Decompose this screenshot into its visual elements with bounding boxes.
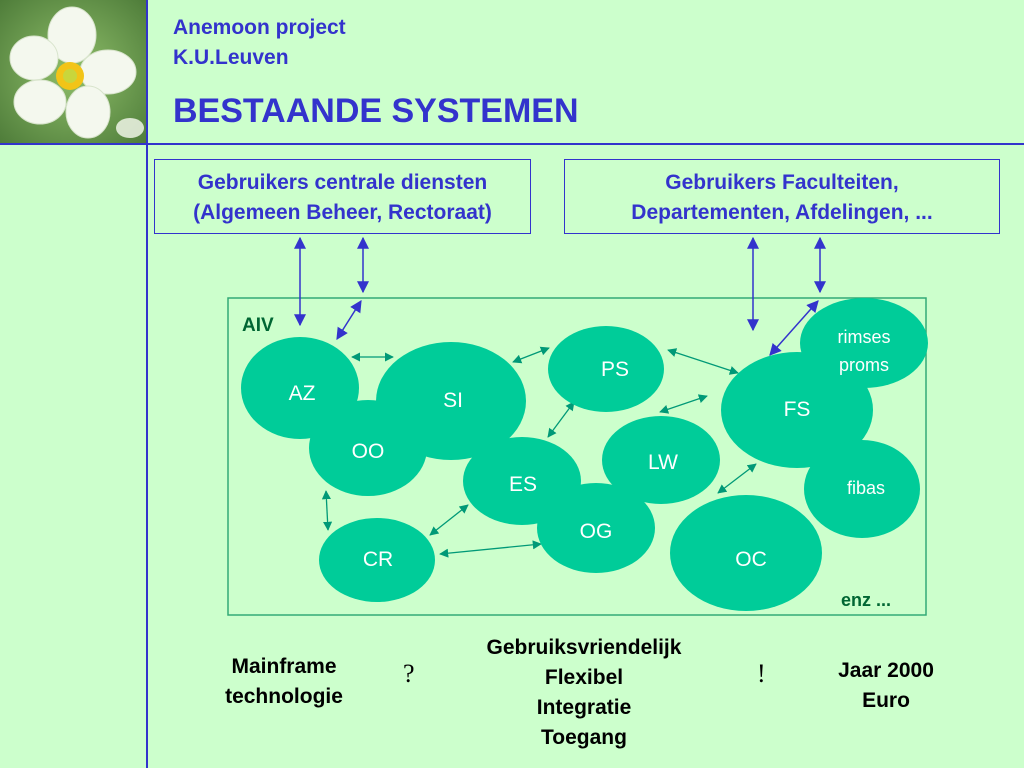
link-ps-fs — [667, 348, 739, 375]
faculty-users-line: Gebruikers Faculteiten, — [665, 171, 899, 194]
label-oo: OO — [352, 440, 385, 463]
central-users-box: Gebruikers centrale diensten (Algemeen B… — [154, 159, 531, 234]
label-az: AZ — [289, 382, 316, 405]
node-fs — [721, 352, 873, 468]
issues-line: Jaar 2000 — [838, 659, 934, 682]
anemone-flower-logo — [0, 0, 146, 143]
label-cr: CR — [363, 548, 393, 571]
project-name: Anemoon project — [173, 16, 346, 39]
node-ps — [548, 326, 664, 412]
faculty-users-box: Gebruikers Faculteiten, Departementen, A… — [564, 159, 1000, 234]
qualities-line: Flexibel — [544, 666, 624, 689]
qualities-line: Gebruiksvriendelijk — [486, 636, 682, 659]
mainframe-line: Mainframe — [231, 655, 337, 678]
arrow-aiv-az — [336, 299, 362, 341]
label-lw: LW — [648, 451, 678, 474]
faculty-users-line: Departementen, Afdelingen, ... — [631, 201, 933, 224]
aiv-label: AIV — [242, 315, 274, 336]
label-fibas: fibas — [847, 478, 885, 498]
link-lw-fs — [659, 394, 708, 414]
link-es-ps — [547, 401, 575, 438]
label-es: ES — [509, 473, 537, 496]
horizontal-divider — [0, 143, 1024, 145]
node-oc — [670, 495, 822, 611]
qualities-line: Toegang — [541, 726, 627, 749]
node-og — [537, 483, 655, 573]
node-fibas — [804, 440, 920, 538]
arrow-aiv-fs — [769, 300, 819, 356]
vertical-divider — [146, 0, 148, 768]
link-cr-og — [439, 540, 542, 558]
node-cr — [319, 518, 435, 602]
label-ps: PS — [601, 358, 629, 381]
link-oc-fs — [717, 463, 757, 494]
link-oo-cr — [321, 490, 333, 531]
university-name: K.U.Leuven — [173, 46, 289, 69]
central-users-line: (Algemeen Beheer, Rectoraat) — [193, 201, 492, 224]
label-rimses: rimses — [838, 327, 891, 347]
link-si-ps — [512, 346, 550, 364]
label-fs: FS — [784, 398, 811, 421]
aiv-container — [227, 297, 927, 616]
qualities-line: Integratie — [536, 696, 632, 719]
label-si: SI — [443, 389, 463, 412]
question-mark: ? — [403, 659, 415, 688]
mainframe-text: Mainframe technologie — [196, 652, 372, 712]
node-si — [376, 342, 526, 460]
mainframe-line: technologie — [225, 685, 343, 708]
label-og: OG — [580, 520, 613, 543]
issues-line: Euro — [862, 689, 910, 712]
exclamation-mark: ! — [757, 659, 766, 688]
label-oc: OC — [735, 548, 767, 571]
page-title: BESTAANDE SYSTEMEN — [173, 92, 579, 130]
central-users-line: Gebruikers centrale diensten — [197, 171, 488, 194]
issues-text: Jaar 2000 Euro — [806, 656, 966, 716]
qualities-text: Gebruiksvriendelijk Flexibel Integratie … — [452, 633, 716, 753]
aiv-footer: enz ... — [841, 590, 891, 610]
system-links — [321, 346, 757, 558]
label-proms: proms — [839, 355, 889, 375]
link-cr-es — [429, 504, 469, 536]
node-lw — [602, 416, 720, 504]
